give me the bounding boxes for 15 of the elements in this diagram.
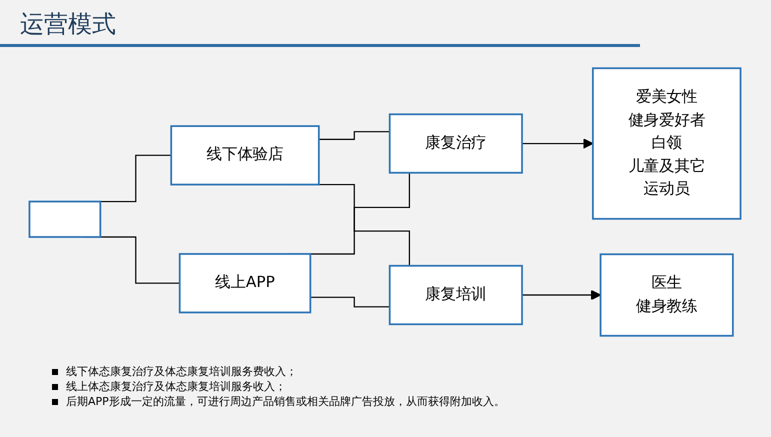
- arrow: [522, 290, 602, 300]
- connector: [310, 296, 390, 308]
- connector: [318, 131, 390, 140]
- note-text: 线上体态康复治疗及体态康复培训服务收入；: [50, 379, 505, 394]
- arrow: [522, 138, 594, 149]
- node-box: 爱美女性 健身爱好者 白领 儿童及其它 运动员: [592, 67, 742, 220]
- note-text: 后期APP形成一定的流量，可进行周边产品销售或相关品牌广告投放，从而获得附加收入。: [50, 394, 505, 409]
- node-box: 康复培训: [388, 264, 523, 326]
- title: 运营模式: [20, 9, 116, 40]
- node-box: 线上APP: [178, 253, 312, 314]
- note-text: 线下体态康复治疗及体态康复培训服务费收入；: [50, 364, 505, 379]
- node-box: 康复治疗: [388, 113, 523, 174]
- node-box: 医生 健身教练: [600, 253, 734, 337]
- node-box: 线下体验店: [170, 125, 320, 186]
- node-box: [28, 200, 102, 238]
